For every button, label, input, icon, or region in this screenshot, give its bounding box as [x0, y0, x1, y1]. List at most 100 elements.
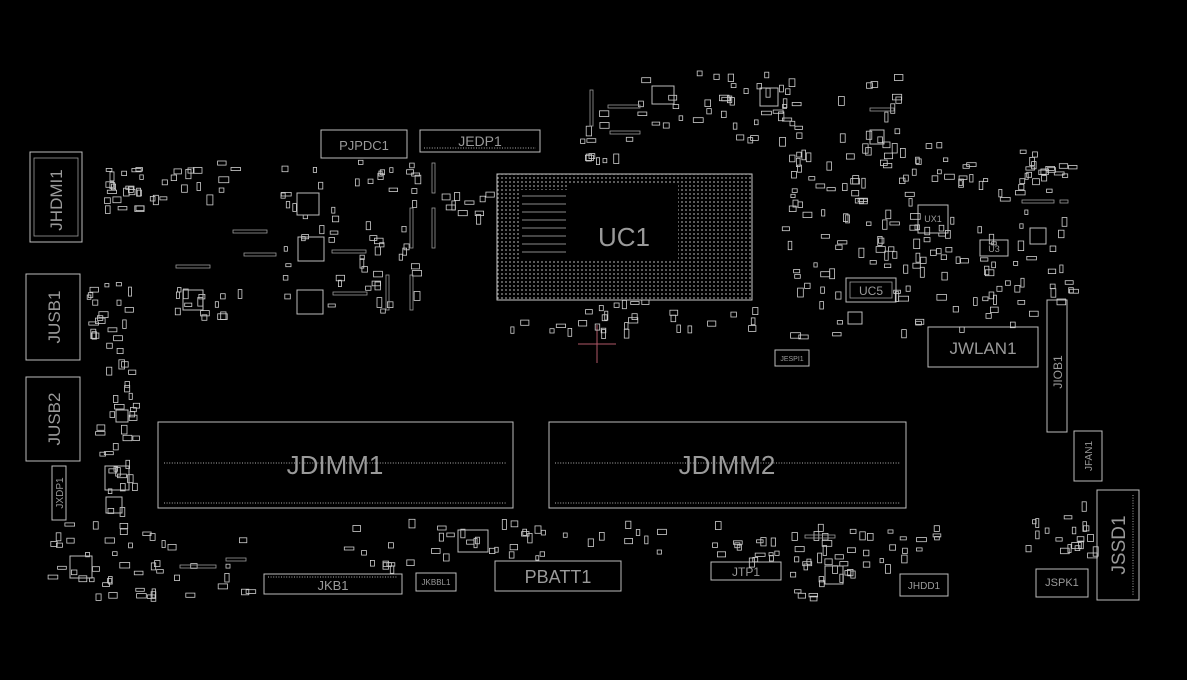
smd-pad — [1076, 536, 1085, 543]
connector-strip — [804, 534, 836, 539]
smd-pad — [894, 291, 900, 302]
smd-pad — [885, 564, 891, 574]
smd-pad — [136, 593, 147, 599]
smd-pad — [794, 274, 801, 279]
smd-pad — [501, 519, 507, 530]
smd-pad — [220, 293, 226, 300]
smd-pad — [135, 205, 145, 211]
smd-pad — [129, 411, 136, 418]
smd-pad — [733, 540, 743, 545]
smd-pad — [112, 551, 118, 557]
smd-pad — [866, 82, 873, 89]
smd-pad — [945, 246, 953, 253]
smd-pad — [534, 525, 542, 534]
smd-pad — [850, 570, 856, 579]
smd-pad — [508, 551, 515, 559]
smd-pad — [365, 221, 371, 231]
smd-pad — [813, 531, 820, 541]
smd-pad — [910, 213, 921, 220]
smd-pad — [916, 537, 927, 543]
connector-jwlan1: JWLAN1 — [927, 326, 1039, 368]
smd-pad — [862, 561, 871, 568]
smd-pad — [835, 244, 843, 250]
smd-pad — [969, 174, 974, 183]
ic-package — [182, 289, 204, 311]
smd-pad — [128, 286, 132, 297]
smd-pad — [908, 198, 913, 207]
smd-pad — [1024, 172, 1029, 180]
smd-pad — [866, 221, 872, 226]
connector-jhdmi1: JHDMI1 — [29, 151, 83, 243]
smd-pad — [135, 587, 145, 592]
smd-pad — [996, 285, 1003, 292]
smd-pad — [389, 167, 394, 173]
smd-pad — [218, 187, 225, 193]
smd-pad — [779, 136, 786, 147]
smd-pad — [791, 102, 802, 107]
smd-pad — [977, 226, 983, 234]
smd-pad — [715, 521, 722, 530]
smd-pad — [869, 260, 877, 265]
smd-pad — [858, 247, 865, 258]
smd-pad — [115, 282, 122, 287]
smd-pad — [687, 325, 693, 334]
smd-pad — [792, 199, 799, 208]
smd-pad — [803, 563, 808, 571]
smd-pad — [852, 175, 860, 185]
smd-pad — [999, 197, 1011, 202]
smd-pad — [98, 311, 109, 319]
smd-pad — [280, 191, 292, 197]
smd-pad — [1019, 149, 1027, 154]
smd-pad — [87, 292, 94, 298]
smd-pad — [107, 488, 113, 494]
passive-components — [47, 70, 1099, 602]
smd-pad — [136, 187, 142, 197]
smd-pad — [936, 248, 942, 255]
smd-pad — [105, 167, 113, 172]
smd-pad — [97, 315, 104, 321]
smd-pad — [109, 411, 115, 418]
smd-pad — [925, 143, 933, 149]
smd-pad — [442, 553, 450, 562]
smd-pad — [1019, 178, 1026, 184]
smd-pad — [127, 186, 134, 193]
smd-pad — [107, 327, 118, 333]
smd-pad — [958, 178, 964, 188]
smd-pad — [936, 142, 943, 149]
smd-pad — [940, 254, 947, 260]
smd-pad — [91, 331, 97, 340]
connector-pbatt1: PBATT1 — [494, 560, 622, 592]
smd-pad — [184, 302, 193, 307]
smd-pad — [769, 555, 774, 562]
smd-pad — [562, 532, 568, 538]
smd-pad — [778, 111, 785, 122]
smd-pad — [754, 552, 766, 557]
label-jedp1: JEDP1 — [458, 133, 502, 149]
smd-pad — [139, 174, 144, 180]
smd-pad — [108, 592, 118, 599]
smd-pad — [373, 237, 384, 245]
smd-pad — [382, 560, 389, 570]
smd-pad — [717, 551, 727, 558]
smd-pad — [913, 238, 921, 250]
smd-pad — [782, 104, 787, 109]
smd-pad — [1017, 299, 1026, 305]
smd-pad — [651, 121, 661, 126]
smd-pad — [149, 533, 156, 541]
smd-pad — [721, 96, 732, 102]
smd-pad — [915, 252, 921, 263]
smd-pad — [386, 562, 396, 567]
smd-pad — [1032, 519, 1037, 525]
smd-pad — [934, 536, 940, 541]
connector-strip — [409, 274, 414, 311]
smd-pad — [991, 261, 996, 269]
smd-pad — [386, 301, 394, 308]
smd-pad — [1087, 534, 1094, 542]
smd-pad — [539, 551, 545, 557]
smd-pad — [1020, 277, 1025, 288]
smd-pad — [119, 562, 131, 569]
smd-pad — [985, 269, 995, 277]
label-jkbbl1: JKBBL1 — [422, 578, 451, 587]
smd-pad — [124, 385, 131, 393]
smd-pad — [185, 592, 196, 598]
